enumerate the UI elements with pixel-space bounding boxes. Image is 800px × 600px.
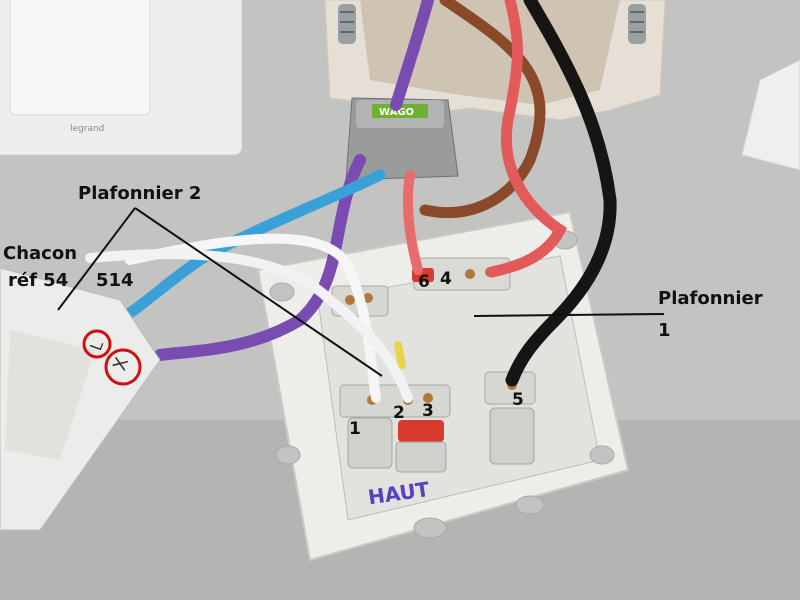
wire-brown xyxy=(419,0,546,219)
label-chacon-num: 514 xyxy=(96,270,134,291)
wire-red-top xyxy=(486,0,568,278)
label-chacon: Chacon xyxy=(3,243,78,264)
legrand-logo-text: legrand xyxy=(70,124,104,134)
leader-plafonnier1 xyxy=(473,313,665,317)
wire-black xyxy=(505,0,617,387)
wago-logo-text: WAGO xyxy=(379,107,414,118)
chacon-module: L X xyxy=(0,267,161,531)
annotation-circle-l xyxy=(82,329,112,359)
wago-connector: WAGO xyxy=(345,97,459,181)
annotation-lines xyxy=(57,207,665,377)
wall-plate-right-edge xyxy=(741,59,800,171)
wire-red-to-wago xyxy=(403,170,423,275)
wires xyxy=(85,0,617,403)
leader-plafonnier2-to-module xyxy=(57,207,136,311)
screw-right xyxy=(628,4,646,44)
wire-yellow-mark xyxy=(394,341,406,369)
wire-white-1 xyxy=(125,233,381,403)
terminal-label-5: 5 xyxy=(512,390,524,410)
label-plafonnier-2: Plafonnier 2 xyxy=(78,183,202,204)
label-chacon-ref: réf 54 xyxy=(8,270,69,291)
terminal-label-1: 1 xyxy=(349,419,361,439)
annotation-circle-x xyxy=(104,348,142,386)
mounting-holes xyxy=(269,230,615,539)
terminal-label-2: 2 xyxy=(393,403,405,423)
leader-plafonnier2-to-switch xyxy=(134,207,383,377)
terminal-label-6: 6 xyxy=(418,272,430,292)
terminal-block-top xyxy=(413,257,511,291)
screw-left xyxy=(338,4,356,44)
wall-switch-plate-left: legrand xyxy=(0,0,243,156)
label-plafonnier-1: Plafonnier xyxy=(658,288,763,309)
push-levers xyxy=(347,268,535,473)
wire-white-2 xyxy=(85,249,413,403)
terminal-label-3: 3 xyxy=(422,401,434,421)
terminal-label-4: 4 xyxy=(440,269,452,289)
label-plafonnier-1-number: 1 xyxy=(658,320,671,341)
wire-purple-top xyxy=(390,0,434,111)
